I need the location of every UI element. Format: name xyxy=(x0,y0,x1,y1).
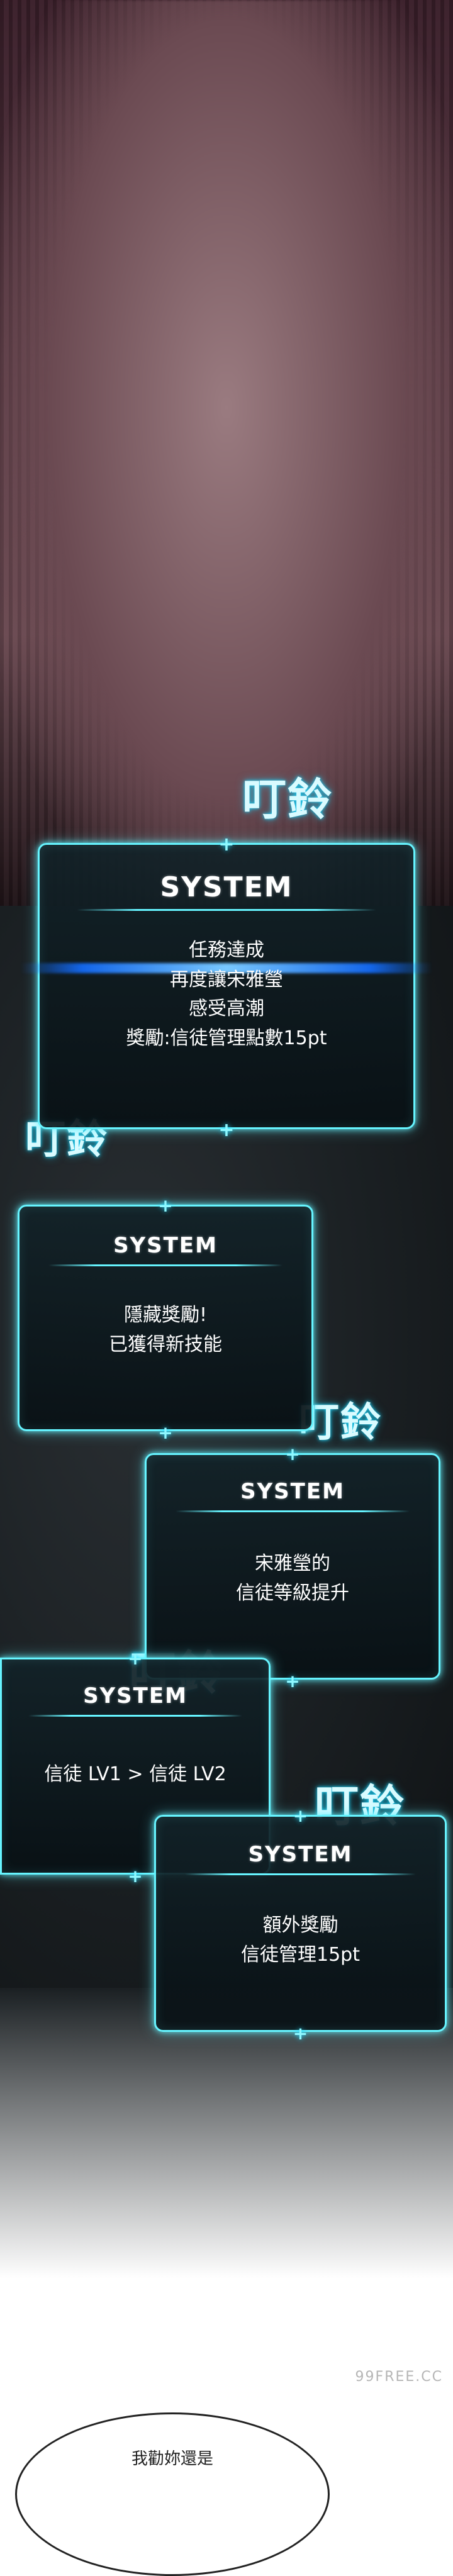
system-box-1-plus-bottom: + xyxy=(218,1119,235,1141)
system-box-1-plus-top: + xyxy=(218,834,235,856)
system-box-1-line-3: 感受高潮 xyxy=(189,998,264,1020)
system-box-3-plus-bottom: + xyxy=(285,1671,300,1692)
system-box-4-title: SYSTEM xyxy=(83,1683,187,1709)
system-box-3-lines: 宋雅瑩的 信徒等級提升 xyxy=(147,1549,439,1608)
system-box-4-divider xyxy=(28,1715,242,1717)
system-box-2-lines: 隱藏獎勵! 已獲得新技能 xyxy=(20,1301,311,1359)
panel-top-artwork-omitted xyxy=(0,0,453,906)
system-box-5-divider xyxy=(184,1873,417,1875)
speech-bubble-text: 我勸妳還是 xyxy=(131,2450,213,2468)
system-box-2-plus-bottom: + xyxy=(158,1422,173,1443)
system-box-3-line-2: 信徒等級提升 xyxy=(236,1581,349,1604)
system-box-1-divider xyxy=(77,909,376,911)
system-box-4-plus-top: + xyxy=(128,1648,143,1669)
system-box-2-divider xyxy=(48,1264,282,1266)
watermark: 99FREE.CC xyxy=(355,2369,443,2385)
system-box-1-beam xyxy=(21,963,432,973)
system-box-4-plus-bottom: + xyxy=(128,1866,143,1887)
system-box-2-line-2: 已獲得新技能 xyxy=(109,1333,222,1356)
system-box-5-line-2: 信徒管理15pt xyxy=(241,1943,360,1966)
system-box-4-line-1: 信徒 LV1 > 信徒 LV2 xyxy=(44,1763,226,1785)
system-box-5-line-1: 額外獎勵 xyxy=(262,1914,338,1936)
speech-bubble: 我勸妳還是 xyxy=(15,2412,330,2576)
system-box-1-lines: 任務達成 再度讓宋雅瑩 感受高潮 獎勵:信徒管理點數15pt xyxy=(40,936,413,1053)
system-box-5-plus-bottom: + xyxy=(293,2023,308,2044)
system-box-3-plus-top: + xyxy=(285,1444,300,1464)
sfx-ding-1: 叮鈴 xyxy=(242,774,333,825)
system-box-5-lines: 額外獎勵 信徒管理15pt xyxy=(156,1911,445,1970)
panel-top xyxy=(0,0,453,906)
system-box-2-title: SYSTEM xyxy=(113,1233,218,1258)
system-box-2-plus-top: + xyxy=(158,1195,173,1216)
system-box-task-complete: + SYSTEM 任務達成 再度讓宋雅瑩 感受高潮 獎勵:信徒管理點數15pt … xyxy=(21,834,432,1141)
system-box-2-line-1: 隱藏獎勵! xyxy=(123,1304,208,1326)
system-box-3-title: SYSTEM xyxy=(240,1479,345,1504)
system-box-3-divider xyxy=(176,1510,410,1512)
system-box-5-plus-top: + xyxy=(293,1805,308,1826)
system-box-4-lines: 信徒 LV1 > 信徒 LV2 xyxy=(2,1760,269,1790)
system-box-5-title: SYSTEM xyxy=(248,1842,353,1867)
system-box-hidden-reward: + SYSTEM 隱藏獎勵! 已獲得新技能 + xyxy=(18,1195,313,1443)
system-box-1-line-1: 任務達成 xyxy=(189,939,264,961)
system-box-extra-reward: + SYSTEM 額外獎勵 信徒管理15pt + xyxy=(154,1805,447,2044)
system-box-3-line-1: 宋雅瑩的 xyxy=(255,1553,330,1575)
system-box-1-title: SYSTEM xyxy=(160,871,293,903)
system-box-1-line-4: 獎勵:信徒管理點數15pt xyxy=(126,1027,327,1049)
system-box-level-up: + SYSTEM 宋雅瑩的 信徒等級提升 + xyxy=(145,1444,440,1692)
system-box-1-line-2: 再度讓宋雅瑩 xyxy=(170,968,283,991)
